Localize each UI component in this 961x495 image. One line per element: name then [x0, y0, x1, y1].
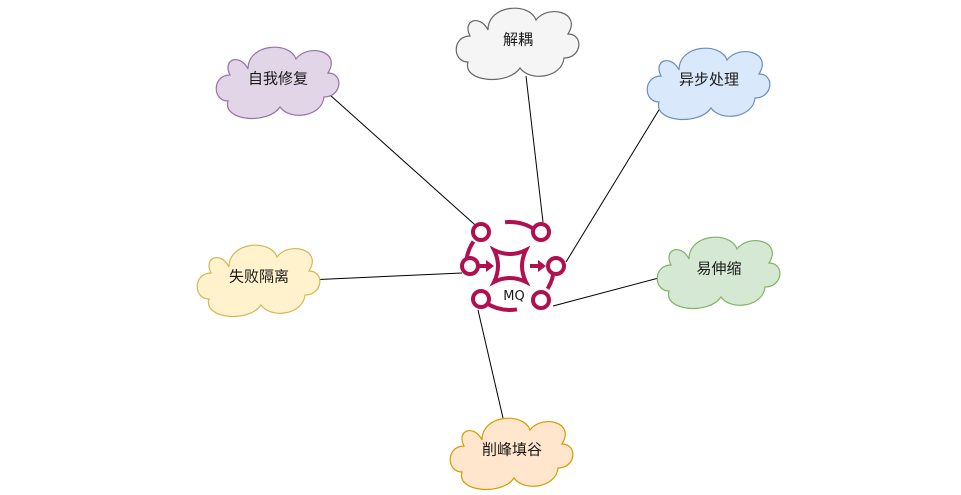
cloud-self-healing[interactable]: 自我修复: [215, 46, 340, 120]
hub-node-bottom-left: [471, 289, 491, 309]
connectors: [307, 75, 671, 419]
cloud-peak-shaving[interactable]: 削峰填谷: [449, 417, 574, 491]
hub-node-top-right: [531, 222, 551, 242]
cloud-label: 解耦: [503, 31, 533, 49]
connector-failure-isolation: [307, 272, 463, 281]
cloud-label: 失败隔离: [229, 268, 289, 286]
cloud-async-processing[interactable]: 异步处理: [646, 47, 771, 121]
connector-peak-shaving: [477, 309, 504, 419]
hub-node-top-left: [471, 222, 491, 242]
cloud-label: 削峰填谷: [482, 441, 542, 459]
connector-decoupling: [525, 75, 544, 223]
hub-inner-square: [489, 245, 531, 287]
cloud-failure-isolation[interactable]: 失败隔离: [196, 244, 321, 318]
hub-arrow-in-head: [486, 260, 494, 272]
hub-arrow-out-head: [538, 260, 546, 272]
message-queue-icon: [460, 220, 566, 312]
hub-node-bottom-right: [531, 290, 551, 310]
connector-scalability: [552, 274, 671, 307]
cloud-decoupling[interactable]: 解耦: [455, 7, 580, 81]
cloud-label: 异步处理: [679, 71, 739, 89]
hub-node-left: [460, 256, 480, 276]
cloud-label: 自我修复: [248, 70, 308, 88]
connector-async-processing: [565, 99, 666, 263]
cloud-label: 易伸缩: [696, 260, 741, 278]
hub-node-right: [546, 256, 566, 276]
mq-label: MQ: [503, 289, 524, 304]
connector-self-healing: [329, 94, 484, 233]
cloud-scalability[interactable]: 易伸缩: [656, 236, 781, 310]
mq-hub[interactable]: MQ: [460, 220, 566, 312]
